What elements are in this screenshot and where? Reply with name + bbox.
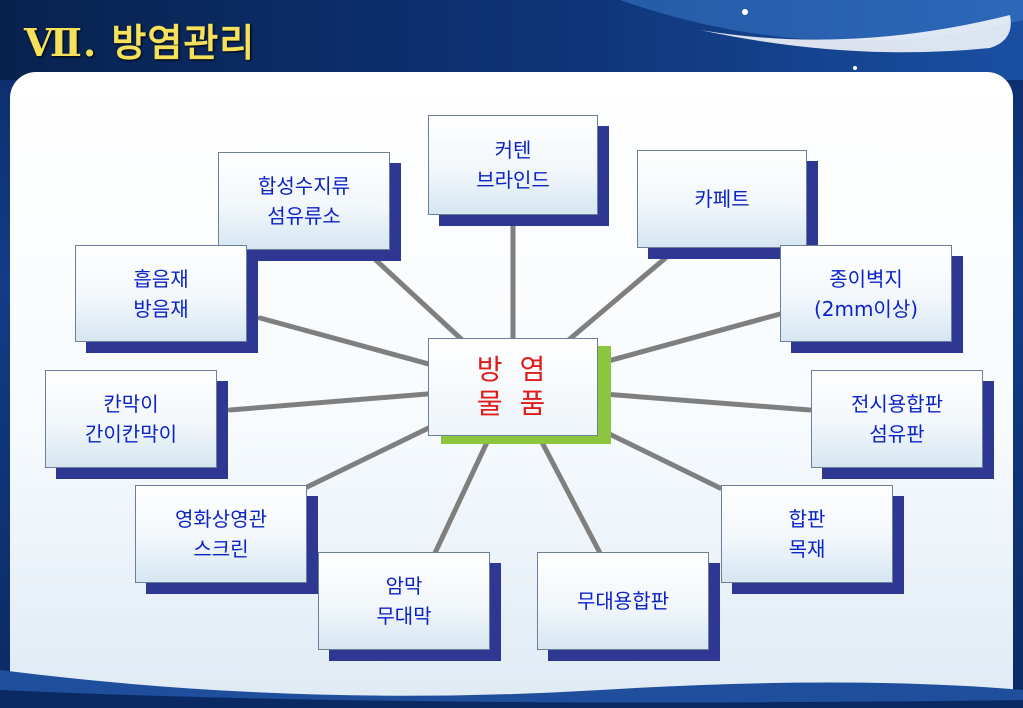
item-label-line1: 종이벽지 — [829, 266, 903, 291]
item-blackout-curtain: 암막 무대막 — [318, 552, 490, 650]
item-label-line1: 흡음재 — [133, 266, 189, 291]
header-swoosh — [620, 0, 1023, 70]
item-label-line1: 커텐 — [494, 138, 532, 162]
item-label-line1: 카페트 — [694, 187, 750, 211]
slide-title: Ⅶ. 방염관리 — [24, 20, 256, 65]
item-partition: 칸막이 간이칸막이 — [45, 370, 217, 468]
item-sound-absorbing: 흡음재 방음재 — [75, 245, 247, 342]
item-cinema-screen: 영화상영관 스크린 — [135, 485, 307, 583]
item-label-line1: 합판 — [788, 507, 826, 531]
center-label-line2: 물 품 — [476, 387, 550, 420]
item-label-line2: 무대막 — [376, 604, 432, 628]
item-label-line1: 영화상영관 — [175, 507, 267, 531]
item-label-line2: 목재 — [788, 537, 826, 561]
item-label-line2: 섬유판 — [869, 422, 925, 446]
item-label-line1: 무대용합판 — [577, 589, 669, 613]
item-label-line2: 방음재 — [133, 296, 189, 321]
item-label-line1: 암막 — [385, 574, 423, 598]
item-plywood-wood: 합판 목재 — [721, 485, 893, 583]
bottom-wave — [0, 670, 1023, 708]
item-label-line2: 간이칸막이 — [85, 422, 177, 446]
item-label-line1: 합성수지류 — [258, 174, 350, 198]
item-label-line2: 브라인드 — [476, 168, 550, 192]
item-stage-plywood: 무대용합판 — [537, 552, 709, 650]
item-label-line2: (2mm이상) — [813, 296, 919, 321]
slide-header — [0, 0, 1023, 80]
item-label-line2: 스크린 — [193, 537, 249, 561]
center-label-line1: 방 염 — [476, 353, 550, 386]
item-label-line2: 섬유류소 — [267, 204, 341, 228]
item-wallpaper: 종이벽지 (2mm이상) — [780, 245, 952, 342]
item-synthetic-fiber: 합성수지류 섬유류소 — [218, 152, 390, 250]
item-exhibition-plywood: 전시용합판 섬유판 — [811, 370, 983, 468]
item-curtain-blind: 커텐 브라인드 — [428, 115, 598, 215]
item-label-line1: 칸막이 — [103, 392, 159, 416]
item-carpet: 카페트 — [637, 150, 807, 248]
item-label-line1: 전시용합판 — [851, 392, 943, 416]
center-node-flame-retardant: 방 염 물 품 — [428, 338, 598, 436]
